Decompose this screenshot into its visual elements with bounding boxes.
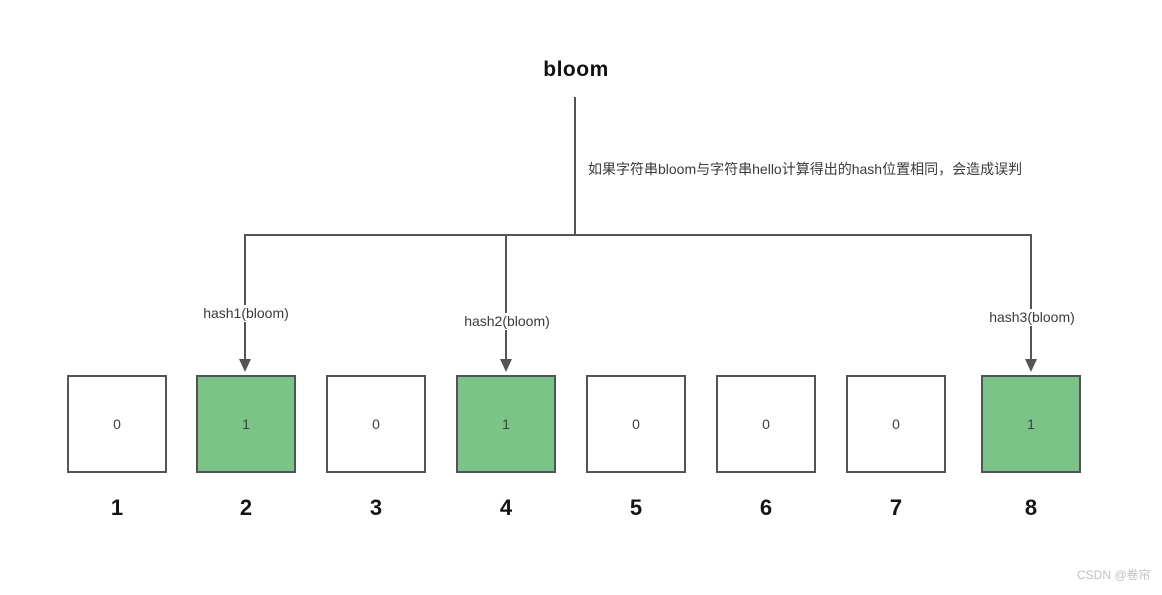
bit-value: 0 xyxy=(762,416,770,432)
cell-index-label: 6 xyxy=(759,495,773,520)
bit-cell: 0 xyxy=(586,375,686,473)
bit-value: 1 xyxy=(502,416,510,432)
bit-cell: 1 xyxy=(981,375,1081,473)
bit-value: 0 xyxy=(113,416,121,432)
diagram-title: bloom xyxy=(543,58,609,81)
hash1-label: hash1(bloom) xyxy=(199,305,293,322)
stem-line xyxy=(574,97,576,235)
cell-index-label: 8 xyxy=(1024,495,1038,520)
bit-cell: 0 xyxy=(67,375,167,473)
csdn-watermark: CSDN @卷帘 xyxy=(1077,568,1151,582)
cell-index-label: 3 xyxy=(369,495,383,520)
arrow-down-icon xyxy=(500,359,512,372)
cell-index-label: 4 xyxy=(499,495,513,520)
bit-cell: 1 xyxy=(456,375,556,473)
bit-value: 1 xyxy=(242,416,250,432)
bit-value: 0 xyxy=(372,416,380,432)
arrow-down-icon xyxy=(1025,359,1037,372)
branch-line-hash2 xyxy=(505,235,507,360)
bit-value: 0 xyxy=(632,416,640,432)
cell-index-label: 2 xyxy=(239,495,253,520)
bit-cell: 0 xyxy=(716,375,816,473)
arrow-down-icon xyxy=(239,359,251,372)
bit-cell: 0 xyxy=(846,375,946,473)
bit-cell: 1 xyxy=(196,375,296,473)
branch-horizontal-line xyxy=(244,234,1032,236)
hash3-label: hash3(bloom) xyxy=(985,309,1079,326)
branch-line-hash1 xyxy=(244,235,246,360)
hash2-label: hash2(bloom) xyxy=(460,313,554,330)
bit-value: 0 xyxy=(892,416,900,432)
bit-cell: 0 xyxy=(326,375,426,473)
bit-value: 1 xyxy=(1027,416,1035,432)
cell-index-label: 1 xyxy=(110,495,124,520)
cell-index-label: 7 xyxy=(889,495,903,520)
branch-line-hash3 xyxy=(1030,235,1032,360)
cell-index-label: 5 xyxy=(629,495,643,520)
false-positive-annotation: 如果字符串bloom与字符串hello计算得出的hash位置相同，会造成误判 xyxy=(588,161,1023,177)
